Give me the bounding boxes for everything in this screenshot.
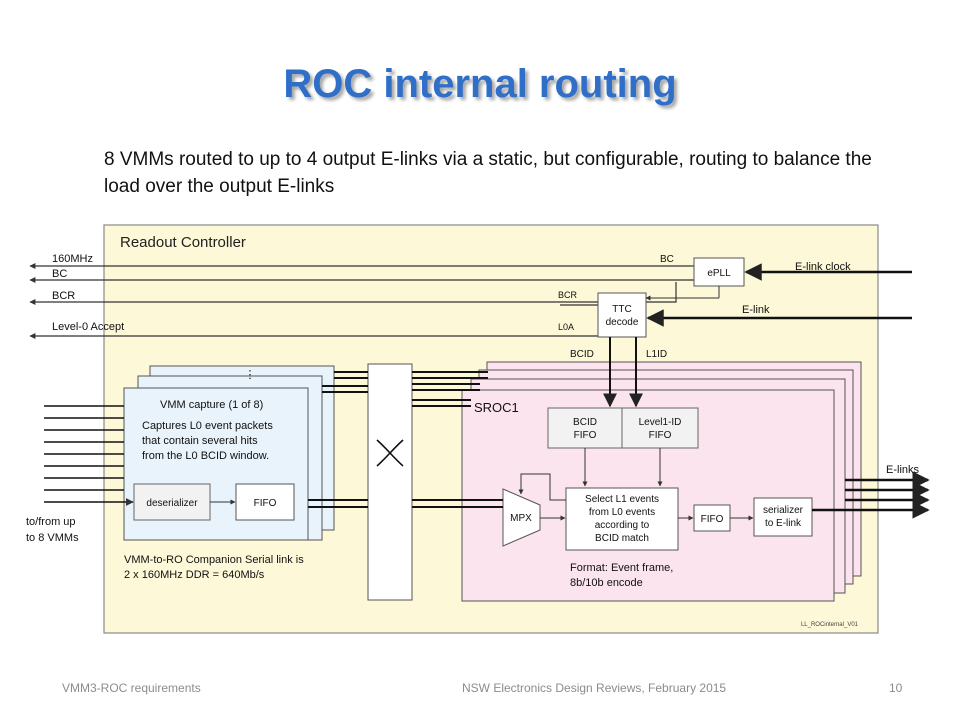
mpx-label: MPX — [510, 513, 532, 524]
epll-box — [693, 257, 745, 287]
vmm-input-lines — [44, 405, 124, 491]
vmm-to-crossbar-lines — [308, 371, 368, 508]
serializer-line2: to E-link — [765, 518, 802, 529]
sroc-fifo-label: FIFO — [701, 514, 724, 525]
select-line2: from L0 events — [589, 507, 655, 518]
l1id-label: L1ID — [646, 349, 667, 360]
vmm-fifo-box — [235, 483, 295, 521]
vmm-capture-title: VMM capture (1 of 8) — [160, 399, 263, 411]
elink-clock-label: E-link clock — [795, 261, 851, 273]
ttc-decode-box — [597, 292, 647, 338]
to-from-line1: to/from up — [26, 516, 76, 528]
to-from-line2: to 8 VMMs — [26, 532, 79, 544]
bcid-fifo-line2: FIFO — [574, 430, 597, 441]
mid-label-bc: BC — [660, 254, 674, 265]
signal-label-bcr: BCR — [52, 290, 75, 302]
vmm-dots: ⋮ — [245, 369, 256, 381]
slide-subtitle: 8 VMMs routed to up to 4 output E-links … — [104, 149, 872, 197]
vmm-desc-line1: Captures L0 event packets — [142, 420, 273, 432]
select-line4: BCID match — [595, 533, 649, 544]
mpx-shape — [502, 488, 541, 547]
mid-label-l0a: L0A — [558, 322, 574, 332]
footer-center: NSW Electronics Design Reviews, February… — [462, 681, 727, 695]
elinks-output-arrows — [812, 471, 930, 519]
vmm-desc-line3: from the L0 BCID window. — [142, 450, 269, 462]
bcid-label: BCID — [570, 349, 594, 360]
crossbar-to-sroc-lines — [412, 371, 503, 508]
elink-label: E-link — [742, 304, 770, 316]
select-line3: according to — [595, 520, 650, 531]
version-tag: LL_ROCinternal_V01 — [801, 622, 859, 628]
crossbar-icon — [376, 439, 404, 467]
deserializer-label: deserializer — [146, 498, 198, 509]
link-note-line2: 2 x 160MHz DDR = 640Mb/s — [124, 569, 265, 581]
signal-label-160mhz: 160MHz — [52, 253, 93, 265]
mid-label-bcr: BCR — [558, 290, 578, 300]
left-signal-lines — [29, 263, 694, 339]
signal-label-bc: BC — [52, 268, 67, 280]
vmm-fifo-label: FIFO — [254, 498, 277, 509]
level1-id-fifo-line1: Level1-ID — [639, 417, 682, 428]
footer-left: VMM3-ROC requirements — [62, 681, 201, 695]
vmm-desc-line2: that contain several hits — [142, 435, 258, 447]
slide-title: ROC internal routing — [283, 62, 677, 106]
bcid-fifo-box — [547, 407, 623, 449]
level1-id-fifo-line2: FIFO — [649, 430, 672, 441]
readout-controller-title: Readout Controller — [120, 234, 246, 251]
crossbar-box — [367, 363, 413, 601]
bcid-fifo-line1: BCID — [573, 417, 597, 428]
sroc-fifo-box — [693, 504, 731, 532]
level1-id-fifo-box — [621, 407, 699, 449]
serializer-line1: serializer — [763, 505, 804, 516]
select-to-mpx-feedback — [518, 473, 566, 501]
ttc-label-line2: decode — [606, 317, 639, 328]
elinks-output-label: E-links — [886, 464, 920, 476]
epll-label: ePLL — [707, 268, 731, 279]
link-note-line1: VMM-to-RO Companion Serial link is — [124, 554, 304, 566]
select-l1-events-box — [565, 487, 679, 551]
format-line1: Format: Event frame, — [570, 562, 673, 574]
sroc-title: SROC1 — [474, 400, 519, 415]
ttc-label-line1: TTC — [612, 304, 631, 315]
serializer-box — [753, 497, 813, 537]
page-number: 10 — [889, 681, 903, 695]
select-line1: Select L1 events — [585, 494, 659, 505]
format-line2: 8b/10b encode — [570, 577, 643, 589]
signal-label-l0-accept: Level-0 Accept — [52, 321, 124, 333]
